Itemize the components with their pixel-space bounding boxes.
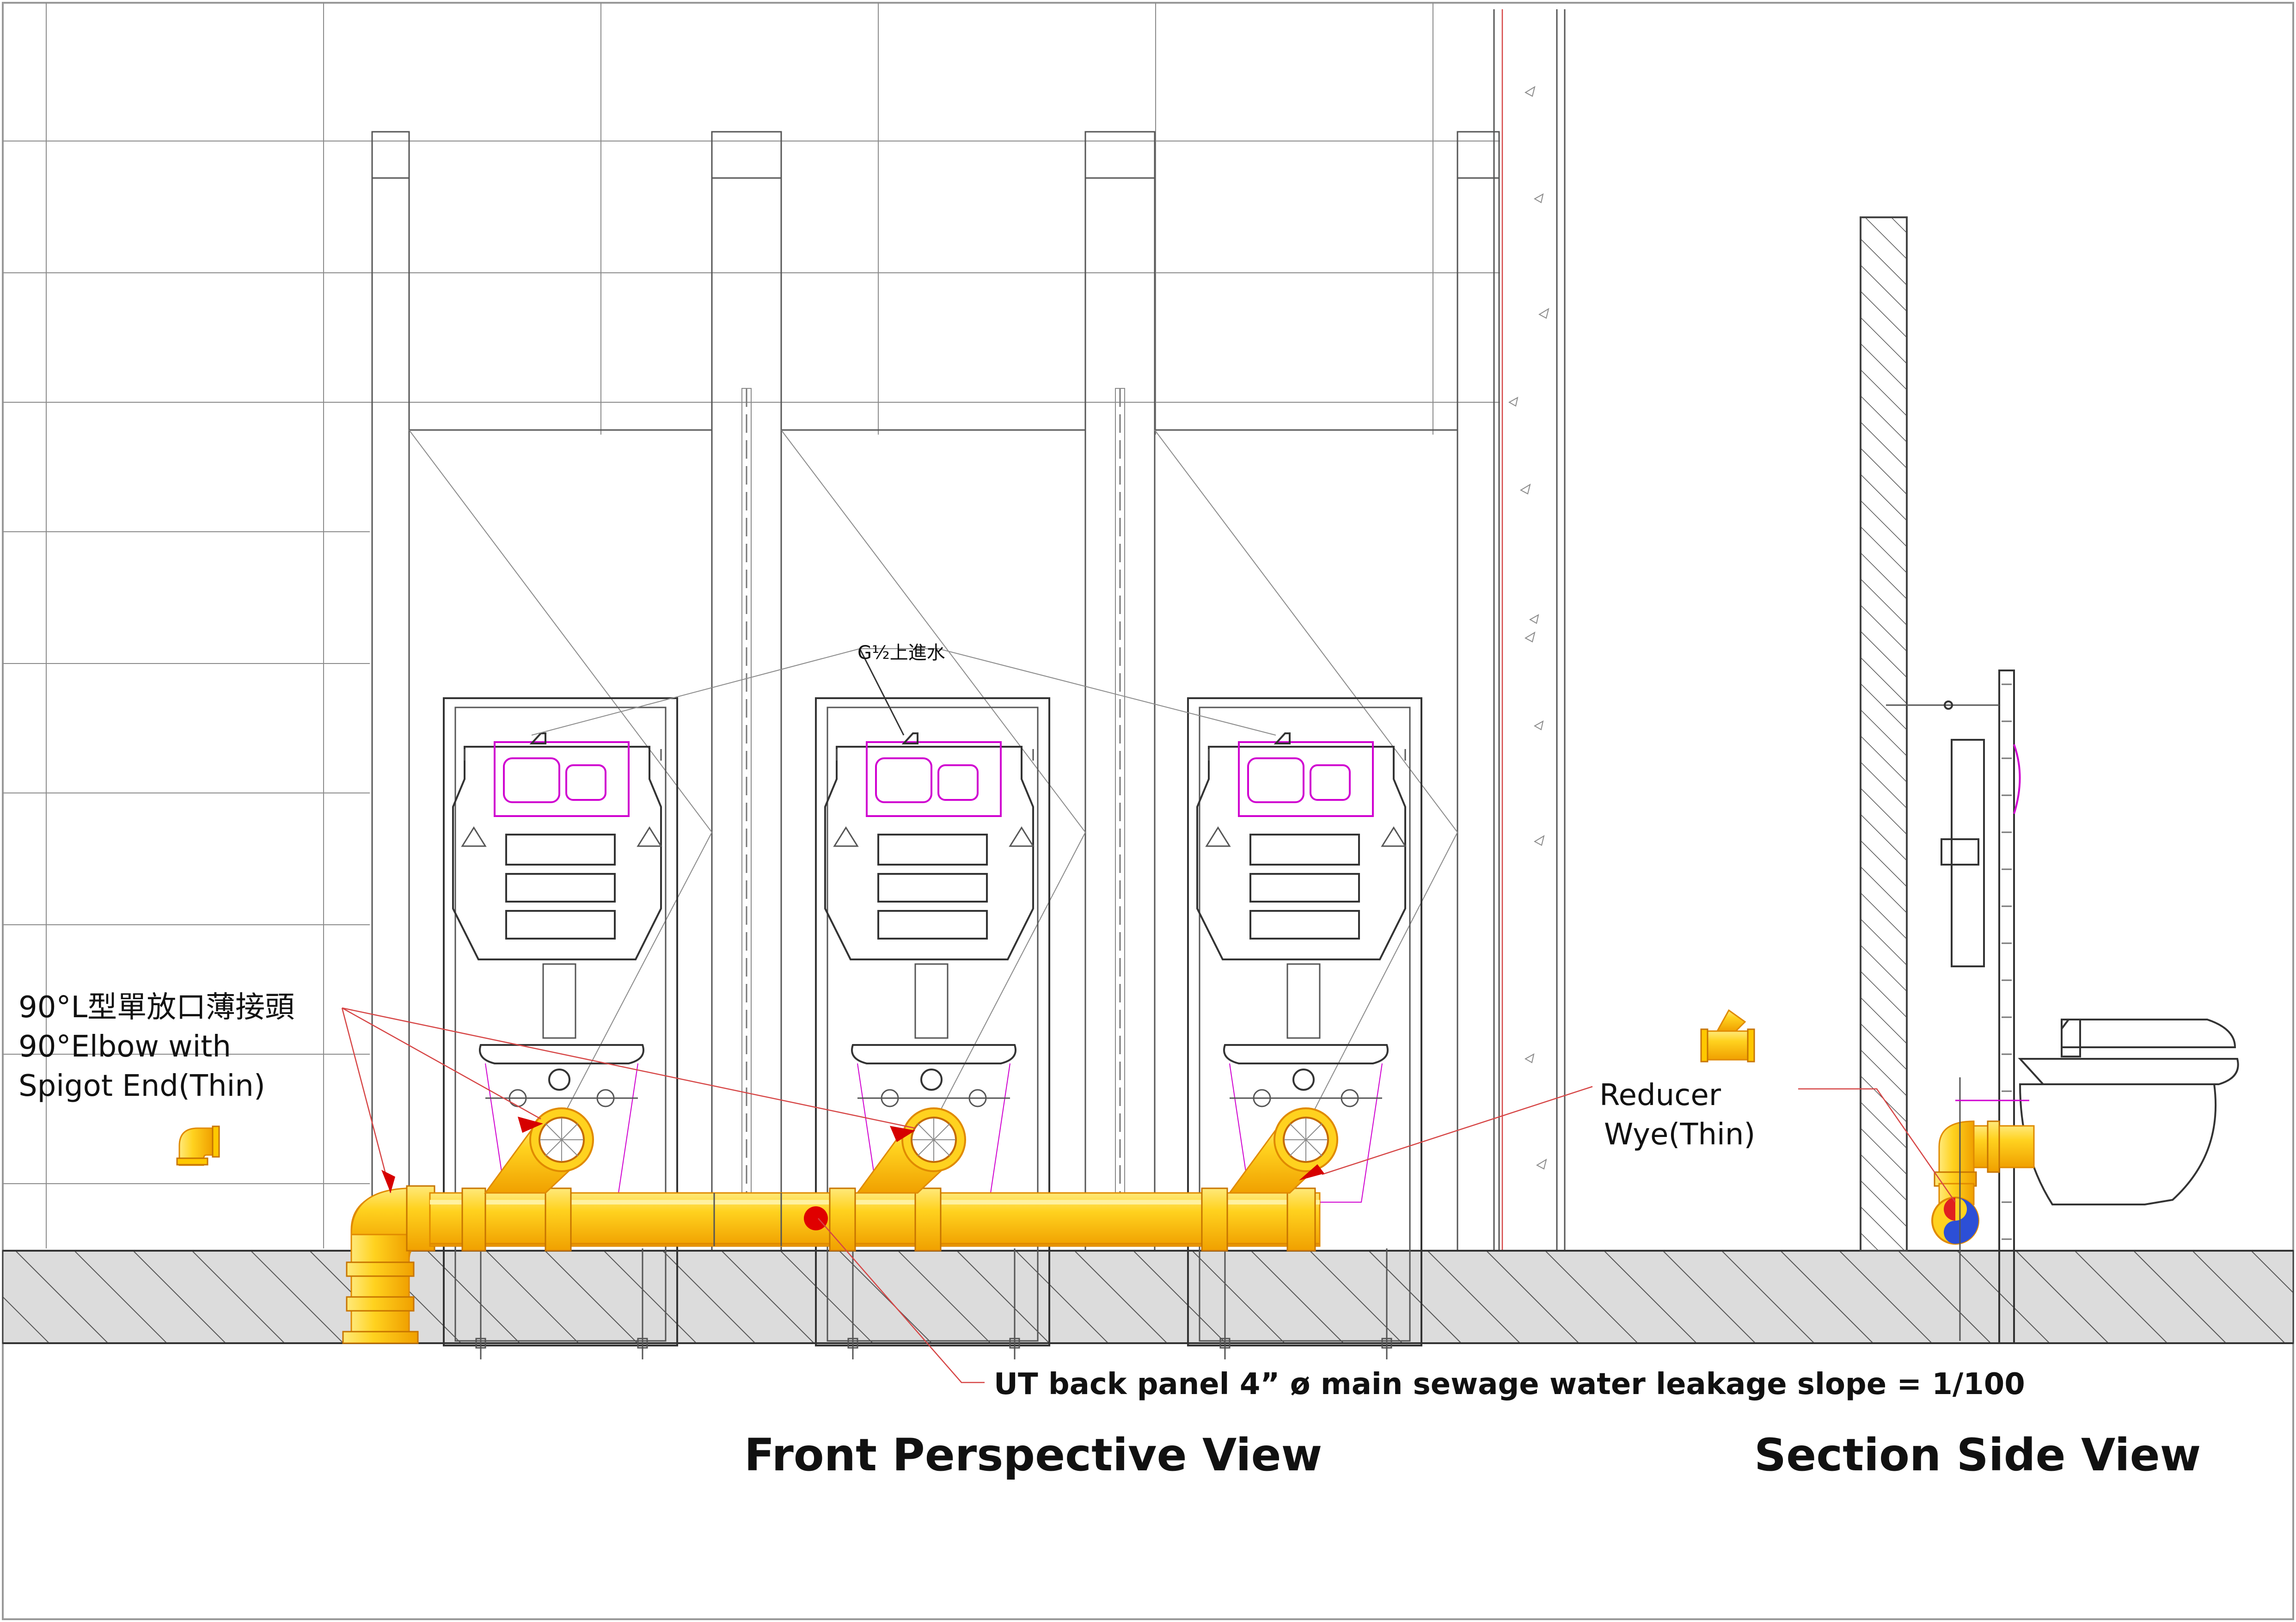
leak-point-marker [804, 1206, 828, 1230]
elbow-label-cn: 90°L型單放口薄接頭 [18, 990, 294, 1025]
section-side-view [1860, 216, 2239, 1344]
tile-grid [3, 3, 1500, 1248]
reducer-label-line2: Wye(Thin) [1604, 1118, 1755, 1152]
leader-lines [341, 648, 1956, 1383]
inlet-label: G½上進水 [857, 642, 945, 664]
front-view-title: Front Perspective View [744, 1429, 1322, 1481]
section-view-title: Section Side View [1754, 1429, 2201, 1481]
cistern-frame-unit-1 [443, 697, 678, 1346]
slope-note: UT back panel 4” ø main sewage water lea… [994, 1367, 2025, 1401]
floor-anchors [475, 1248, 1392, 1359]
side-wall [1493, 9, 1566, 1251]
reducer-label-line1: Reducer [1599, 1078, 1721, 1112]
partition-panels [409, 429, 1458, 1221]
main-drain-pipe [342, 1107, 1338, 1344]
elbow-fitting-icon [176, 1125, 220, 1166]
elbow-label-en-line2: Spigot End(Thin) [18, 1069, 265, 1103]
wye-fitting-icon [1700, 1009, 1755, 1063]
frame-posts [371, 131, 1500, 1252]
elbow-label-en-line1: 90°Elbow with [18, 1030, 231, 1064]
